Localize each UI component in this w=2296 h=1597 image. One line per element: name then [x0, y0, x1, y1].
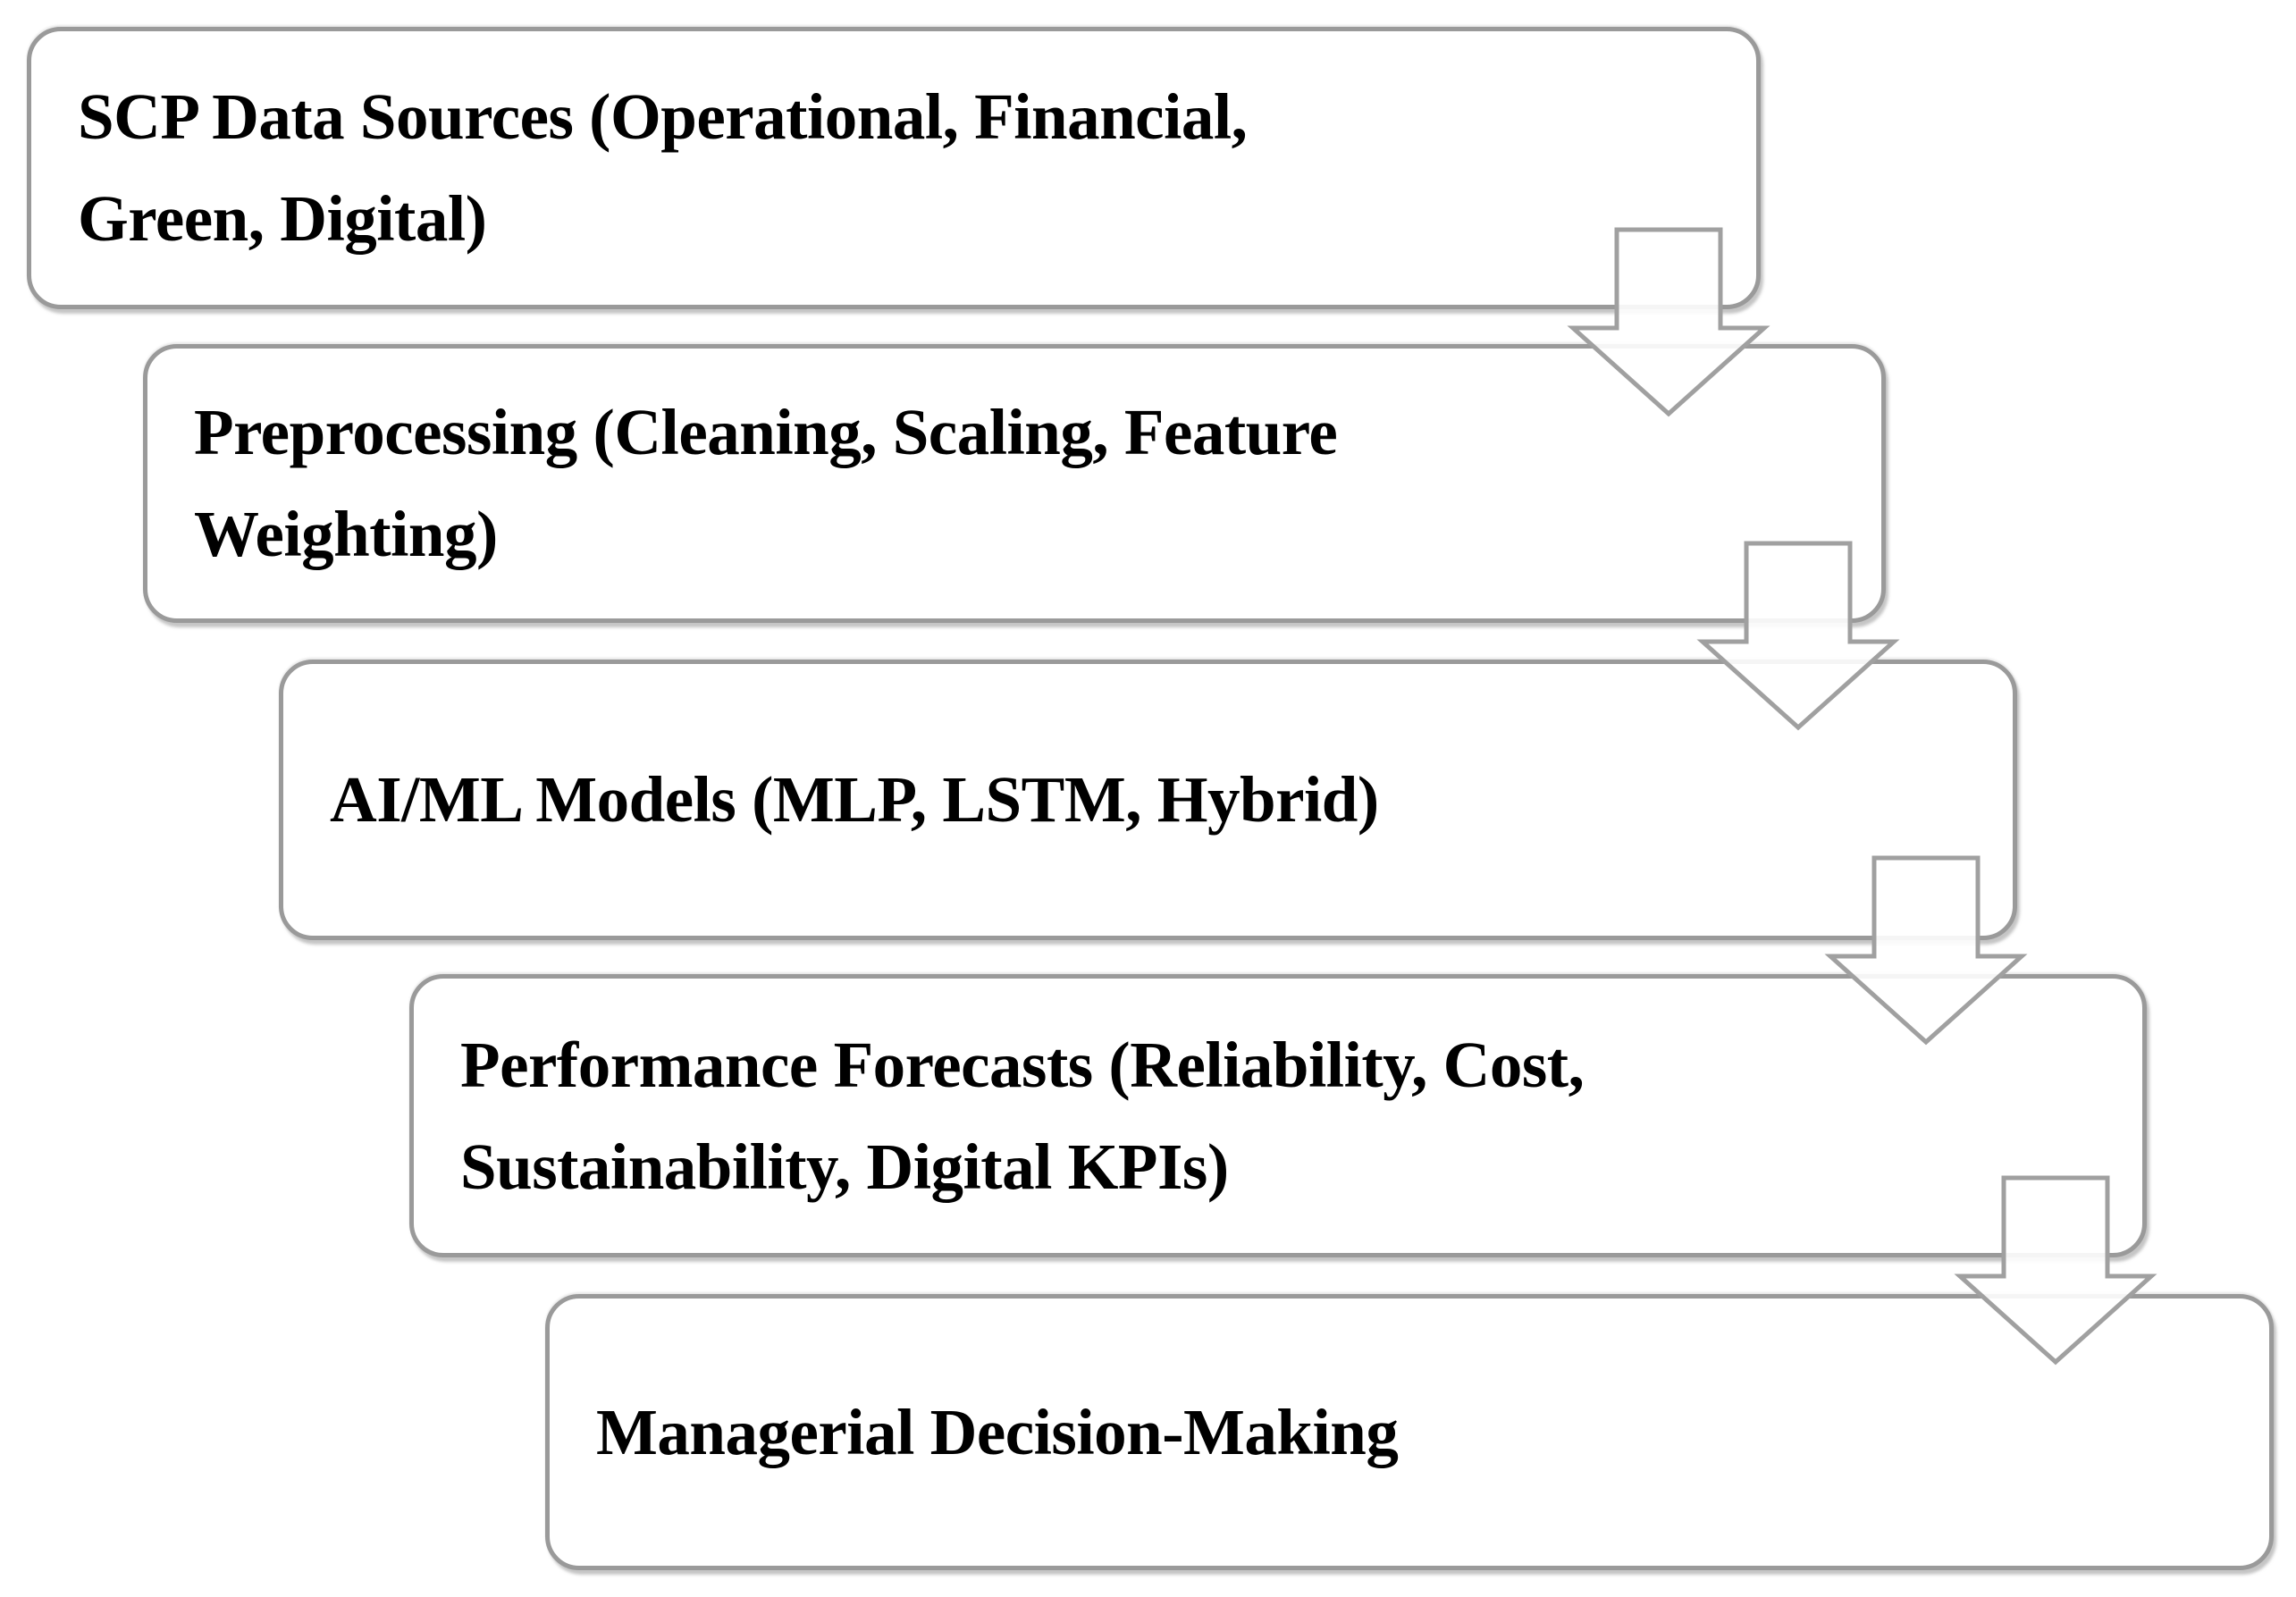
flow-step-preprocessing: Preprocessing (Cleaning, Scaling, Featur… [143, 344, 1886, 623]
flow-step-managerial-decision-making: Managerial Decision-Making [545, 1294, 2274, 1570]
flow-step-label: AI/ML Models (MLP, LSTM, Hybrid) [330, 763, 1379, 836]
flow-step-performance-forecasts: Performance Forecasts (Reliability, Cost… [409, 974, 2147, 1257]
flow-step-ai-ml-models: AI/ML Models (MLP, LSTM, Hybrid) [279, 660, 2017, 940]
flow-step-scp-data-sources: SCP Data Sources (Operational, Financial… [27, 27, 1761, 309]
flow-step-label: Performance Forecasts (Reliability, Cost… [460, 1028, 1585, 1203]
flow-step-label: SCP Data Sources (Operational, Financial… [78, 80, 1248, 255]
flow-step-label: Preprocessing (Cleaning, Scaling, Featur… [194, 396, 1338, 570]
flow-step-label: Managerial Decision-Making [596, 1395, 1399, 1468]
